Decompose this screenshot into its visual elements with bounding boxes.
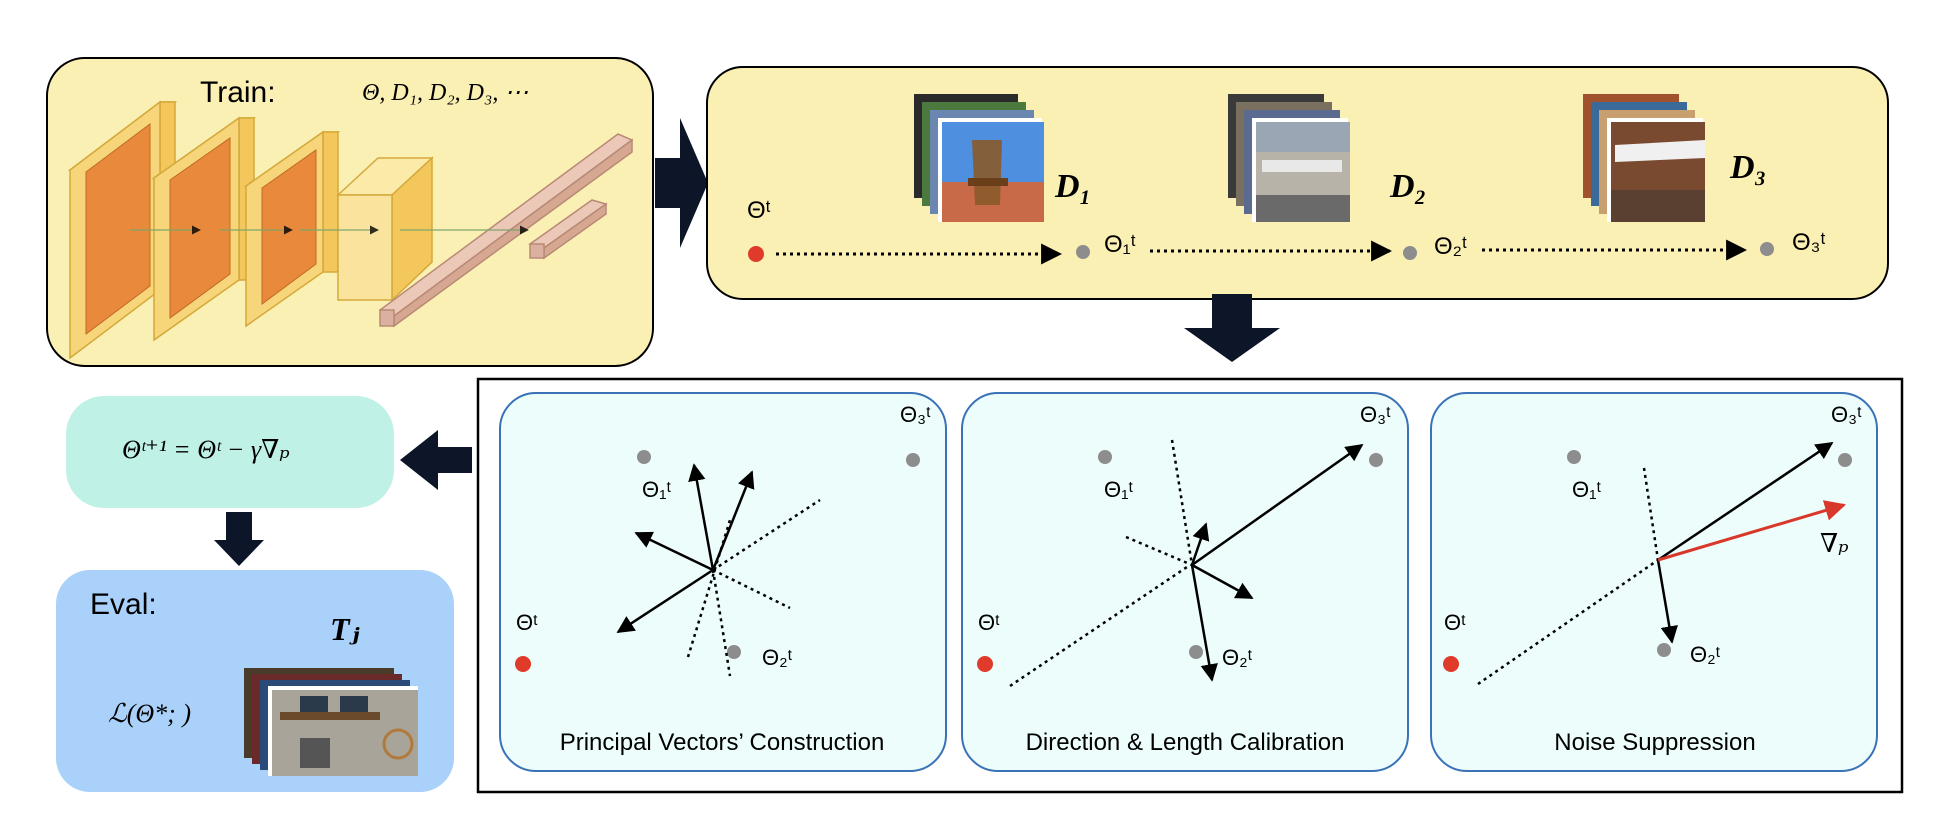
panel1-theta-t-dot: [515, 656, 531, 672]
panel3-theta3-label: Θ₃ᵗ: [1831, 402, 1862, 427]
eval-loss: ℒ(Θ*; ): [108, 699, 191, 728]
panel3-theta1-label: Θ₁ᵗ: [1572, 477, 1602, 502]
eval-box: Eval: Tⱼ ℒ(Θ*; ): [56, 570, 454, 792]
dataset-d3-label: D₃: [1729, 149, 1766, 186]
eval-task-image-stack: [244, 668, 418, 776]
dataset-d3-image-stack: [1583, 94, 1705, 222]
panel3-grad-label: ∇ₚ: [1820, 529, 1849, 558]
theta-t-dot: [748, 246, 764, 262]
theta1-label: Θ₁ᵗ: [1104, 231, 1136, 258]
dataset-d2-label: D₂: [1389, 168, 1426, 205]
panel-principal-vectors: Θ₃ᵗ Θ₁ᵗ Θ₂ᵗ Θᵗ Principal Vectors’ Constr…: [499, 392, 947, 772]
panel-direction-length: Θ₃ᵗ Θ₁ᵗ Θ₂ᵗ Θᵗ Direction & Length Calibr…: [961, 392, 1409, 772]
update-box: Θᵗ⁺¹ = Θᵗ − γ∇ₚ: [66, 396, 394, 508]
theta2-label: Θ₂ᵗ: [1434, 233, 1467, 260]
gradient-arrow: [1657, 500, 1847, 562]
panel-noise-suppression: Θ₃ᵗ Θ₁ᵗ Θ₂ᵗ Θᵗ ∇ₚ Noise Suppression: [1430, 392, 1878, 772]
update-formula: Θᵗ⁺¹ = Θᵗ − γ∇ₚ: [122, 435, 290, 464]
panel3-theta-t-dot: [1443, 656, 1459, 672]
panel3-theta-t-label: Θᵗ: [1444, 610, 1466, 635]
panel2-theta1-dot: [1098, 450, 1112, 464]
panel2-theta2-label: Θ₂ᵗ: [1222, 645, 1253, 670]
panel1-theta1-label: Θ₁ᵗ: [642, 477, 672, 502]
panel3-caption: Noise Suppression: [1554, 729, 1755, 756]
arrow-panels-to-update: [400, 430, 472, 490]
panel1-theta3-dot: [906, 453, 920, 467]
theta1-dot: [1076, 245, 1090, 259]
theta-t-label: Θᵗ: [747, 197, 771, 224]
theta3-label: Θ₃ᵗ: [1792, 229, 1826, 256]
arrow-update-to-eval: [214, 512, 264, 566]
dataset-sequence-box: Θᵗ Θ₁ᵗ Θ₂ᵗ Θ₃ᵗ D₁: [706, 66, 1889, 300]
arrow-train-to-datasets: [655, 118, 708, 248]
panel1-theta3-label: Θ₃ᵗ: [900, 402, 931, 427]
dataset-d1-image-stack: [914, 94, 1044, 222]
eval-title: Eval:: [90, 588, 157, 621]
panel1-theta-t-label: Θᵗ: [516, 610, 538, 635]
panel2-theta1-label: Θ₁ᵗ: [1104, 477, 1134, 502]
panel3-theta2-label: Θ₂ᵗ: [1690, 642, 1721, 667]
panel2-theta3-dot: [1369, 453, 1383, 467]
panel1-theta2-dot: [727, 645, 741, 659]
train-title: Train:: [200, 76, 276, 109]
panel2-theta2-dot: [1189, 645, 1203, 659]
panel2-theta-t-dot: [977, 656, 993, 672]
theta2-dot: [1403, 246, 1417, 260]
panel3-theta1-dot: [1567, 450, 1581, 464]
panel2-theta3-label: Θ₃ᵗ: [1360, 402, 1391, 427]
train-params: Θ, D₁, D₂, D₃, ⋯: [362, 80, 528, 106]
cnn-illustration: [67, 100, 634, 360]
dataset-d2-image-stack: [1228, 94, 1350, 222]
panel2-caption: Direction & Length Calibration: [1026, 729, 1345, 756]
arrow-datasets-to-panels: [1184, 294, 1280, 362]
train-box: Train: Θ, D₁, D₂, D₃, ⋯: [46, 57, 654, 367]
panel3-theta2-dot: [1657, 643, 1671, 657]
theta3-dot: [1760, 242, 1774, 256]
eval-task-label: Tⱼ: [330, 611, 361, 647]
panel3-theta3-dot: [1838, 453, 1852, 467]
panel1-theta2-label: Θ₂ᵗ: [762, 645, 793, 670]
panel1-theta1-dot: [637, 450, 651, 464]
panel2-theta-t-label: Θᵗ: [978, 610, 1000, 635]
dataset-d1-label: D₁: [1054, 168, 1091, 205]
panel1-caption: Principal Vectors’ Construction: [560, 729, 885, 756]
